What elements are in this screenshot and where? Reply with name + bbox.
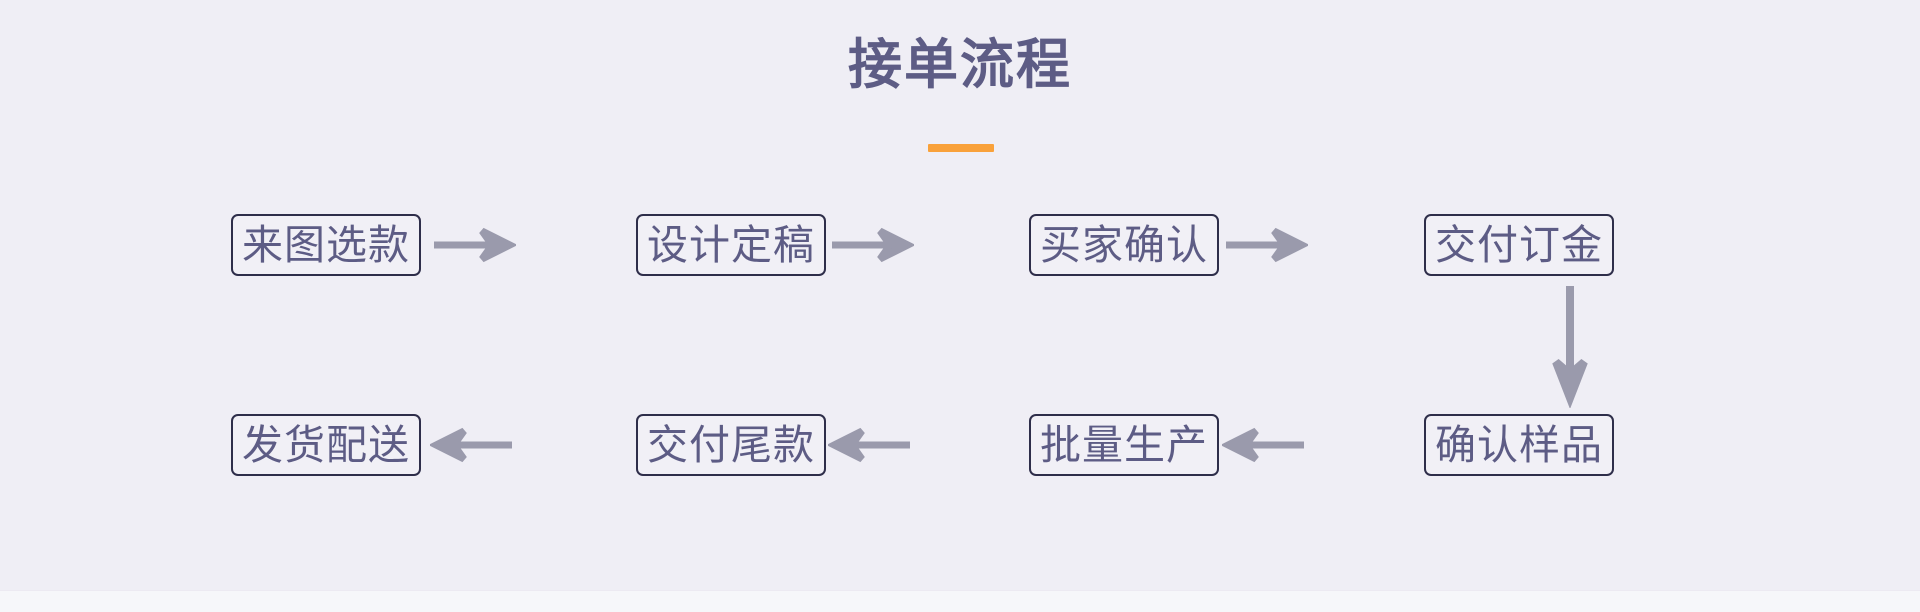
flow-node-2[interactable]: 设计定稿 [636,214,826,276]
flow-node-6[interactable]: 批量生产 [1029,414,1219,476]
arrow-left-icon [828,427,910,463]
flow-node-5[interactable]: 确认样品 [1424,414,1614,476]
arrow-left-icon [1222,427,1304,463]
bottom-divider-strip [0,590,1920,612]
title-block: 接单流程 [0,26,1920,102]
arrow-right-icon [434,227,516,263]
flow-node-7[interactable]: 交付尾款 [636,414,826,476]
arrow-right-icon [1226,227,1308,263]
flow-node-3[interactable]: 买家确认 [1029,214,1219,276]
flow-node-label: 来图选款 [242,220,410,269]
arrow-right-icon [832,227,914,263]
flow-node-label: 发货配送 [242,420,410,469]
flow-node-label: 批量生产 [1040,420,1208,469]
flow-node-1[interactable]: 来图选款 [231,214,421,276]
flow-node-label: 设计定稿 [647,220,815,269]
flow-node-8[interactable]: 发货配送 [231,414,421,476]
arrow-down-icon [1552,286,1588,408]
flow-node-label: 交付尾款 [647,420,815,469]
page-title: 接单流程 [848,32,1072,96]
title-accent-underline [928,144,994,152]
flow-node-label: 买家确认 [1040,220,1208,269]
flow-node-4[interactable]: 交付订金 [1424,214,1614,276]
flow-node-label: 确认样品 [1435,420,1603,469]
flow-node-label: 交付订金 [1435,220,1603,269]
arrow-left-icon [430,427,512,463]
